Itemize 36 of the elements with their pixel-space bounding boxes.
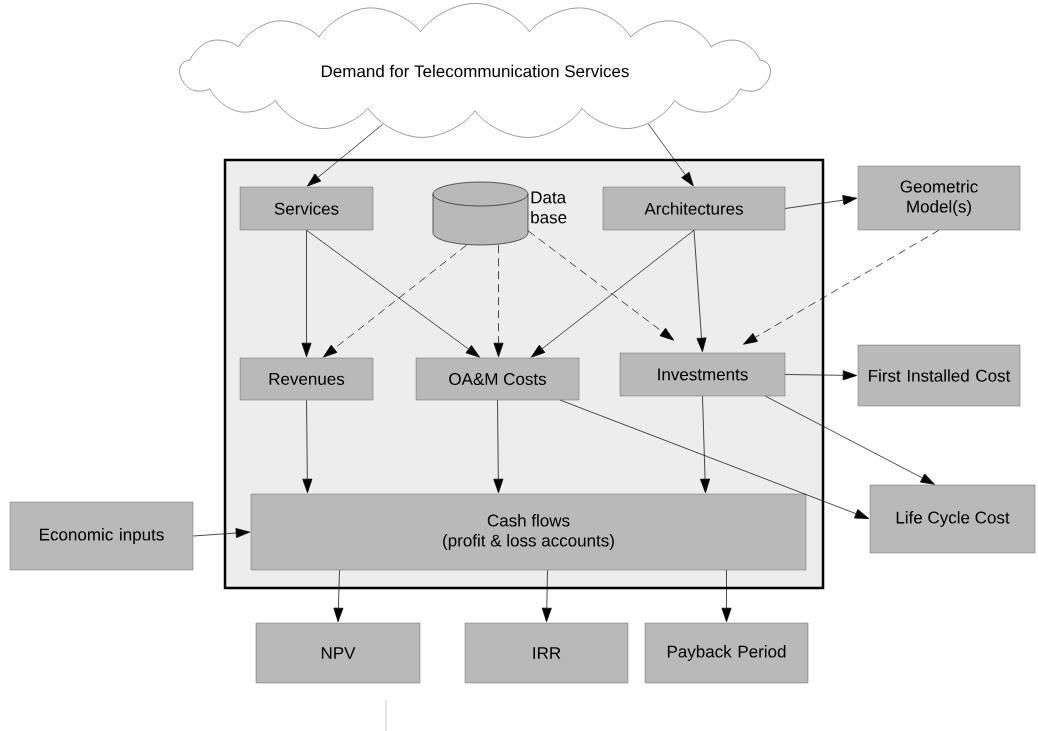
arrow: [493, 399, 504, 494]
arrow: [784, 195, 858, 209]
process-box: First Installed Cost: [857, 344, 1021, 407]
process-box: Architectures: [602, 186, 786, 231]
process-box: NPV: [255, 622, 421, 684]
arrow: [743, 229, 940, 345]
process-box: Cash flows (profit & loss accounts): [250, 493, 807, 571]
arrow: [531, 229, 695, 358]
arrow: [693, 229, 707, 353]
arrow: [784, 370, 858, 381]
arrow: [493, 244, 504, 358]
arrow: [648, 123, 694, 187]
arrow: [721, 569, 732, 623]
arrow: [307, 123, 384, 187]
arrow: [323, 244, 467, 358]
arrow: [333, 569, 344, 623]
arrow: [302, 399, 313, 494]
process-box: Payback Period: [644, 622, 809, 684]
side-label: Data base: [531, 191, 567, 224]
arrow: [306, 229, 480, 358]
process-box: IRR: [464, 622, 629, 684]
process-box: Revenues: [239, 357, 374, 401]
process-box: Investments: [619, 352, 786, 397]
arrow: [541, 569, 552, 623]
arrow: [192, 528, 251, 538]
arrow: [700, 395, 710, 494]
arrow: [765, 395, 935, 485]
process-box: Economic inputs: [9, 501, 194, 571]
database-cylinder: [432, 181, 529, 246]
arrow: [527, 230, 674, 341]
process-box: Life Cycle Cost: [869, 484, 1036, 554]
process-box: OA&M Costs: [415, 357, 580, 401]
arrow: [301, 229, 312, 358]
process-box: Services: [239, 186, 374, 231]
arrow: [560, 399, 870, 519]
process-box: Geometric Model(s): [857, 165, 1021, 231]
